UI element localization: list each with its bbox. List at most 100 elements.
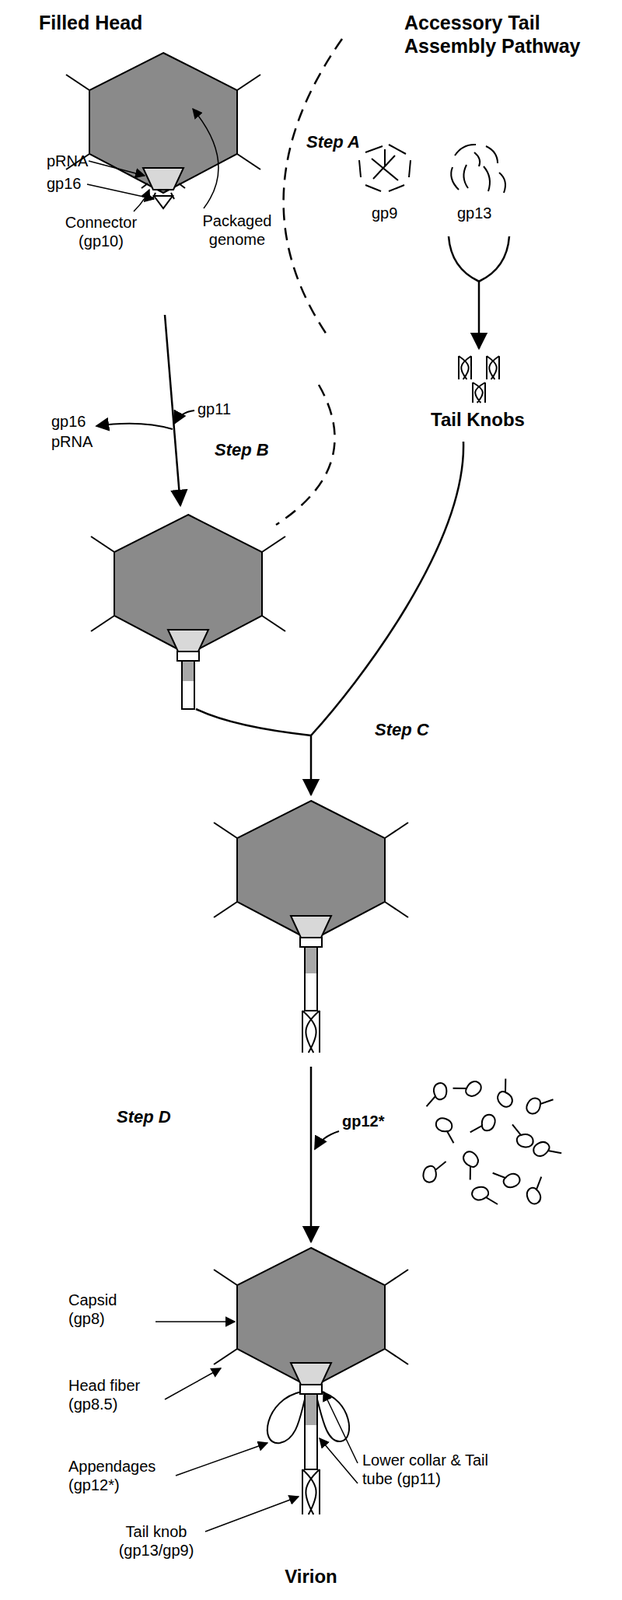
flow-arrow bbox=[310, 1066, 313, 1242]
appendage bbox=[317, 1391, 350, 1442]
lower-collar bbox=[300, 1384, 322, 1395]
gp13-monomer bbox=[454, 144, 476, 156]
prna bbox=[178, 183, 186, 189]
head-fiber bbox=[213, 822, 238, 839]
gp9-monomer bbox=[359, 160, 361, 178]
head-fiber bbox=[213, 1269, 238, 1286]
gp12-appendage bbox=[457, 1149, 486, 1181]
leader-arrow bbox=[88, 160, 145, 176]
heading: Filled Head bbox=[38, 10, 143, 35]
tail-knob bbox=[458, 356, 472, 380]
connector bbox=[143, 167, 184, 190]
head-fiber bbox=[213, 901, 238, 918]
part-label: gp16 bbox=[46, 174, 82, 193]
tail-tube-core bbox=[182, 661, 194, 682]
gp9-monomer bbox=[365, 185, 381, 192]
leader-arrow bbox=[133, 189, 150, 212]
flow-arrow bbox=[314, 1131, 339, 1150]
gp12-appendage bbox=[531, 1136, 562, 1162]
part-label: Packaged genome bbox=[194, 211, 280, 249]
merge-line bbox=[448, 236, 510, 282]
gp13-monomer bbox=[463, 164, 469, 189]
leader-arrow bbox=[155, 1320, 235, 1323]
gp12-appendage bbox=[506, 1124, 536, 1150]
capsid bbox=[114, 514, 263, 655]
head-fiber bbox=[213, 1348, 238, 1365]
capsid bbox=[89, 52, 238, 193]
gp13-monomer bbox=[485, 146, 498, 164]
head-fiber bbox=[237, 153, 261, 170]
group-label: Tail Knobs bbox=[430, 408, 525, 432]
part-label: gp11 bbox=[197, 399, 231, 419]
appendage bbox=[267, 1391, 305, 1444]
leader-arrow bbox=[192, 108, 219, 209]
flow-arrow bbox=[96, 423, 173, 430]
head-fiber bbox=[90, 536, 115, 553]
gp12-appendage bbox=[471, 1187, 498, 1205]
part-label: Lower collar & Tail tube (gp11) bbox=[362, 1450, 503, 1489]
gp13-monomer bbox=[483, 166, 490, 192]
dashed-boundary bbox=[283, 38, 343, 335]
tail-tube-core bbox=[305, 947, 317, 974]
part-label: pRNA bbox=[46, 151, 88, 171]
head-fiber bbox=[384, 1348, 409, 1365]
leader-arrow bbox=[205, 1496, 299, 1532]
tail-knob bbox=[302, 1469, 320, 1515]
step-label: Step A bbox=[306, 132, 360, 153]
gp9-monomer bbox=[388, 144, 406, 154]
leader-arrow bbox=[319, 1438, 358, 1484]
flow-arrow bbox=[478, 281, 481, 349]
connector bbox=[290, 1362, 332, 1385]
capsid bbox=[237, 800, 385, 941]
head-fiber bbox=[262, 536, 286, 553]
gp12-appendage bbox=[453, 1075, 485, 1104]
step-label: Step B bbox=[214, 440, 270, 461]
head-fiber bbox=[384, 1269, 409, 1286]
head-fiber bbox=[384, 901, 409, 918]
gp12-appendage bbox=[490, 1079, 519, 1111]
part-label: gp9 bbox=[371, 203, 398, 223]
gp9-monomer bbox=[384, 149, 386, 167]
gp12-appendage bbox=[426, 1081, 449, 1110]
leader-arrow bbox=[164, 1368, 221, 1400]
tail-tube-core bbox=[305, 1394, 317, 1426]
leader-arrow bbox=[175, 1443, 268, 1476]
lower-collar bbox=[300, 937, 322, 947]
step-label: Step C bbox=[374, 719, 430, 741]
tail-tube bbox=[304, 1394, 318, 1470]
tail-tube bbox=[181, 660, 195, 710]
gp12-appendage bbox=[470, 1110, 499, 1142]
gp12-appendage bbox=[523, 1088, 553, 1119]
gp13-monomer bbox=[450, 167, 459, 190]
part-label: gp12* bbox=[342, 1111, 385, 1131]
step-label: Step D bbox=[116, 1107, 172, 1128]
heading: Accessory Tail Assembly Pathway bbox=[404, 10, 591, 58]
part-label: gp16 bbox=[51, 412, 87, 431]
gp12-appendage bbox=[420, 1155, 446, 1185]
part-label: Capsid (gp8) bbox=[68, 1290, 147, 1328]
flow-arrow bbox=[164, 314, 181, 506]
head-fiber bbox=[384, 822, 409, 839]
gp13-monomer bbox=[474, 152, 480, 167]
connector bbox=[290, 915, 332, 938]
tail-tube bbox=[304, 946, 318, 1011]
gp9-monomer bbox=[408, 160, 411, 178]
head-fiber bbox=[262, 615, 286, 632]
tail-knob bbox=[472, 382, 486, 403]
gp9-monomer bbox=[388, 185, 405, 192]
prna bbox=[141, 183, 148, 189]
head-fiber bbox=[90, 615, 115, 632]
gp16-triangle bbox=[153, 195, 173, 209]
part-label: pRNA bbox=[51, 432, 93, 451]
gp12-appendage bbox=[492, 1168, 521, 1191]
gp9-monomer bbox=[365, 146, 383, 153]
gp12-appendage bbox=[431, 1115, 463, 1144]
merge-line bbox=[195, 441, 464, 736]
gp13-monomer bbox=[499, 172, 506, 193]
tail-knob bbox=[486, 356, 500, 380]
capsid bbox=[237, 1247, 385, 1388]
part-label: gp13 bbox=[457, 203, 493, 223]
flow-arrow bbox=[174, 410, 195, 424]
connector bbox=[167, 629, 209, 652]
flow-arrow bbox=[310, 735, 313, 795]
